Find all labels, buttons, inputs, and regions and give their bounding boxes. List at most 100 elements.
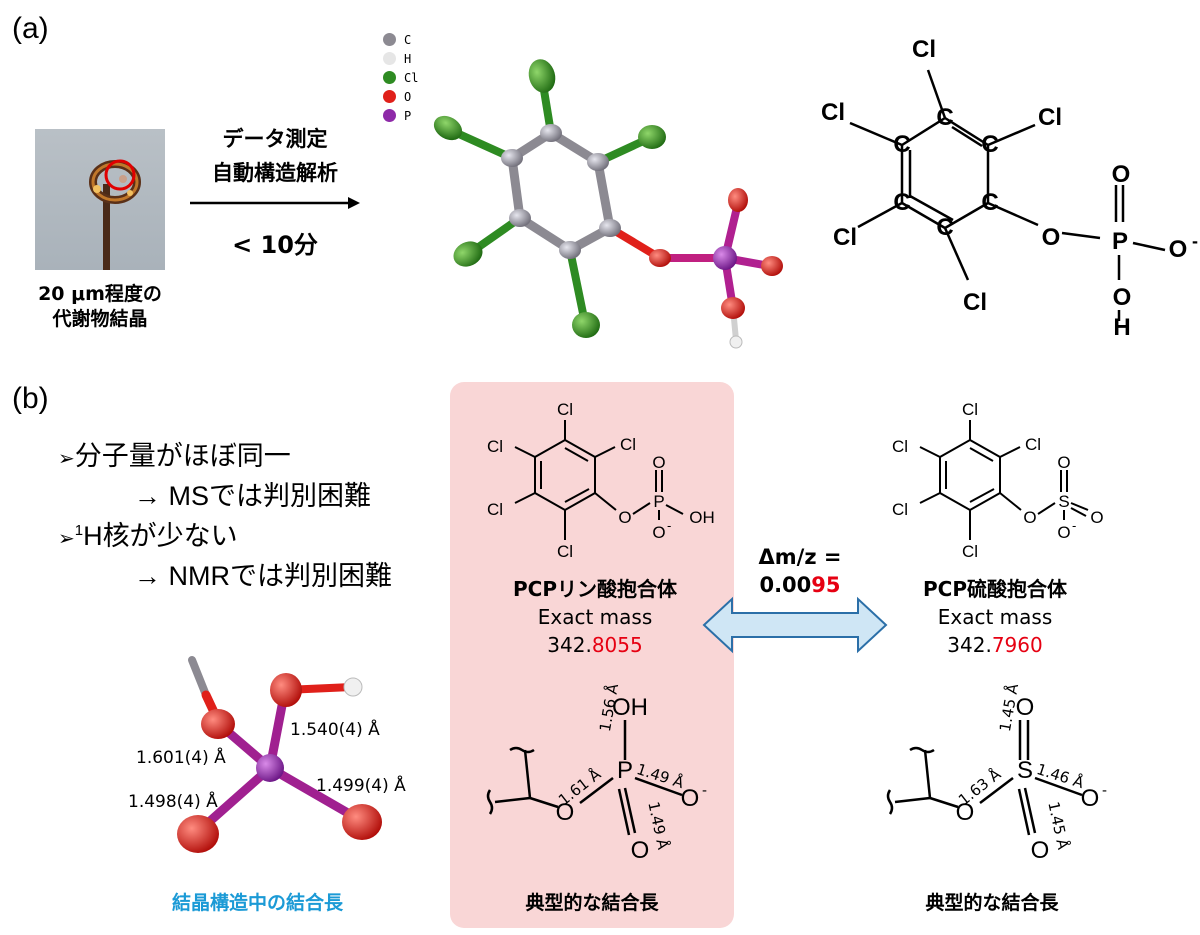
bullet1-sub: → MSでは判別困難	[134, 481, 372, 511]
legend-swatch-h	[383, 52, 396, 65]
phosphate-mass-label: Exact mass	[537, 605, 653, 629]
svg-text:Cl: Cl	[962, 400, 978, 419]
crystal-bond-4: 1.499(4) Å	[316, 776, 406, 796]
delta-suffix: 95	[811, 573, 841, 597]
phosphate-typical-bonds: O P OH O O -	[486, 694, 707, 864]
svg-text:Cl: Cl	[892, 437, 908, 456]
svg-text:O: O	[1023, 508, 1036, 527]
svg-text:Cl: Cl	[962, 542, 978, 561]
svg-text:O: O	[956, 799, 975, 826]
crystal-photo	[35, 129, 165, 270]
crystal-caption-line1: 20 μm程度の	[38, 283, 162, 305]
svg-text:Cl: Cl	[912, 36, 936, 63]
process-line2: 自動構造解析	[212, 161, 338, 185]
sulfate-mass-label: Exact mass	[937, 605, 1053, 629]
svg-text:O: O	[1057, 523, 1070, 542]
svg-text:Cl: Cl	[557, 542, 573, 561]
svg-text:Cl: Cl	[1025, 435, 1041, 454]
legend-label: Cl	[404, 70, 419, 85]
svg-text:-: -	[1102, 782, 1107, 799]
legend-swatch-c	[383, 33, 396, 46]
svg-text:Cl: Cl	[1038, 104, 1062, 131]
crystal-bond-1: 1.540(4) Å	[290, 720, 380, 740]
crystal-phosphate-fragment	[177, 656, 382, 853]
process-line1: データ測定	[222, 127, 328, 151]
panel-b-label: (b)	[12, 382, 49, 415]
sulfate-typical-bonds: O S O O O -	[886, 694, 1107, 864]
sulfate-name: PCP硫酸抱合体	[923, 577, 1067, 601]
svg-text:Cl: Cl	[833, 224, 857, 251]
phosphate-caption: 典型的な結合長	[525, 892, 659, 914]
svg-text:O: O	[618, 508, 631, 527]
skeletal-structure-a: Cl C C C C C C Cl Cl Cl Cl O P O O O H -	[821, 36, 1198, 341]
svg-text:O: O	[1081, 785, 1100, 812]
legend-label: C	[404, 32, 412, 47]
ortep-molecule	[433, 59, 783, 349]
svg-text:S: S	[1058, 492, 1069, 511]
svg-text:Cl: Cl	[892, 500, 908, 519]
crystal-bond-2: 1.601(4) Å	[136, 748, 226, 768]
svg-text:O: O	[652, 453, 665, 472]
svg-text:O: O	[1016, 694, 1035, 721]
svg-text:Cl: Cl	[821, 99, 845, 126]
delta-prefix: 0.00	[759, 573, 812, 597]
bullet-arrow-icon: ➢	[58, 448, 75, 470]
svg-text:Cl: Cl	[487, 500, 503, 519]
svg-text:OH: OH	[612, 694, 648, 721]
bullet1-text: 分子量がほぼ同一	[74, 441, 291, 471]
process-time: < 10分	[232, 231, 318, 259]
svg-text:P: P	[1112, 228, 1128, 255]
svg-text:O: O	[652, 523, 665, 542]
crystal-caption: 結晶構造中の結合長	[172, 892, 344, 914]
svg-text:P: P	[617, 757, 633, 784]
svg-text:O: O	[1057, 453, 1070, 472]
svg-text:C: C	[936, 214, 953, 241]
svg-text:Cl: Cl	[620, 435, 636, 454]
phosphate-highlight-box	[450, 382, 734, 928]
svg-text:C: C	[981, 189, 998, 216]
svg-text:O: O	[556, 799, 575, 826]
svg-text:O: O	[1042, 224, 1061, 251]
svg-text:O: O	[1031, 837, 1050, 864]
svg-text:H: H	[1113, 314, 1130, 341]
legend-label: H	[404, 51, 412, 66]
process-arrow	[190, 197, 360, 209]
legend-swatch-p	[383, 109, 396, 122]
legend-swatch-cl	[383, 71, 396, 84]
svg-text:O: O	[681, 785, 700, 812]
svg-text:C: C	[893, 131, 910, 158]
svg-text:O: O	[1113, 284, 1132, 311]
svg-text:P: P	[653, 492, 664, 511]
svg-text:Cl: Cl	[487, 437, 503, 456]
legend-swatch-o	[383, 90, 396, 103]
sulfate-mass-prefix: 342.	[947, 633, 992, 657]
svg-text:-: -	[1072, 518, 1076, 533]
svg-text:-: -	[1192, 231, 1198, 251]
bullet2-sup: 1	[74, 522, 84, 539]
bullet2-text: H核が少ない	[83, 521, 238, 551]
phosphate-structure: Cl Cl Cl Cl Cl O P O OH O -	[487, 400, 715, 561]
phosphate-mass-prefix: 342.	[547, 633, 592, 657]
svg-text:O: O	[1169, 236, 1188, 263]
sulfate-mass-suffix: 7960	[991, 633, 1043, 657]
bullet-arrow-icon: ➢	[58, 528, 75, 550]
svg-text:O: O	[1112, 161, 1131, 188]
svg-text:OH: OH	[689, 508, 715, 527]
sulfate-caption: 典型的な結合長	[925, 892, 1059, 914]
atom-legend: C H Cl O P	[383, 30, 418, 125]
svg-text:-: -	[667, 518, 671, 533]
legend-label: O	[404, 89, 412, 104]
svg-text:Cl: Cl	[557, 400, 573, 419]
phosphate-mass-suffix: 8055	[591, 633, 643, 657]
bullet2-sub: → NMRでは判別困難	[134, 561, 392, 591]
bullet-list: ➢分子量がほぼ同一 → MSでは判別困難 ➢1H核が少ない → NMRでは判別困…	[58, 434, 392, 594]
svg-text:C: C	[893, 189, 910, 216]
svg-text:O: O	[631, 837, 650, 864]
crystal-caption-line2: 代謝物結晶	[52, 308, 148, 330]
svg-text:-: -	[702, 782, 707, 799]
legend-label: P	[404, 108, 412, 123]
svg-text:C: C	[936, 104, 953, 131]
crystal-bond-3: 1.498(4) Å	[128, 792, 218, 812]
delta-label: Δm/z =	[758, 545, 842, 569]
sulfate-structure: Cl Cl Cl Cl Cl O S O O O -	[892, 400, 1104, 561]
